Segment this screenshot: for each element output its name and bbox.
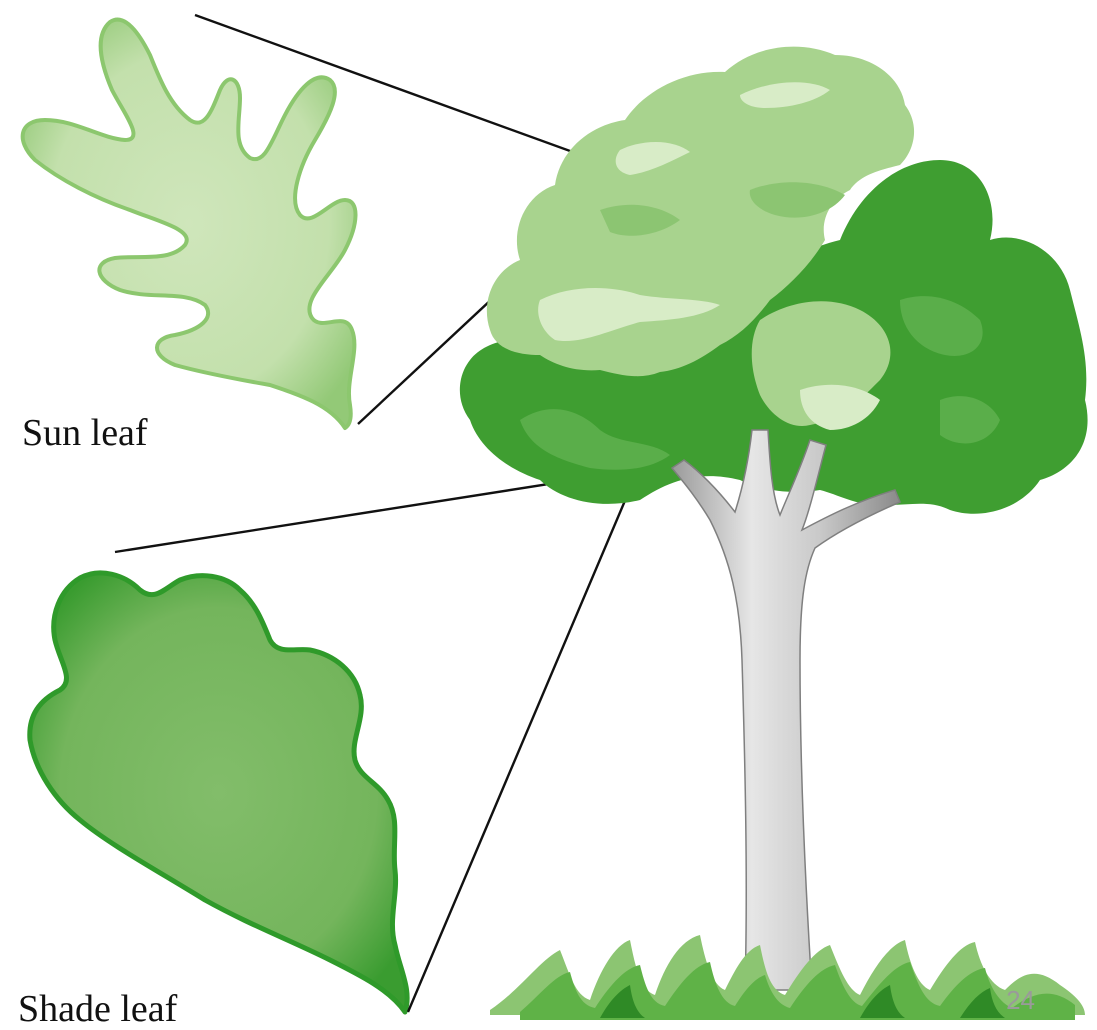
shade-leaf-label: Shade leaf [18,990,177,1028]
shade-callout-line-bottom [408,470,638,1012]
sun-leaf-label: Sun leaf [22,414,148,452]
tree [460,47,1088,1020]
tree-trunk [672,430,900,990]
sun-leaf [23,20,356,428]
shade-leaf [30,573,407,1012]
page-number: 24 [1006,985,1035,1016]
sun-callout-line-top [195,15,628,172]
